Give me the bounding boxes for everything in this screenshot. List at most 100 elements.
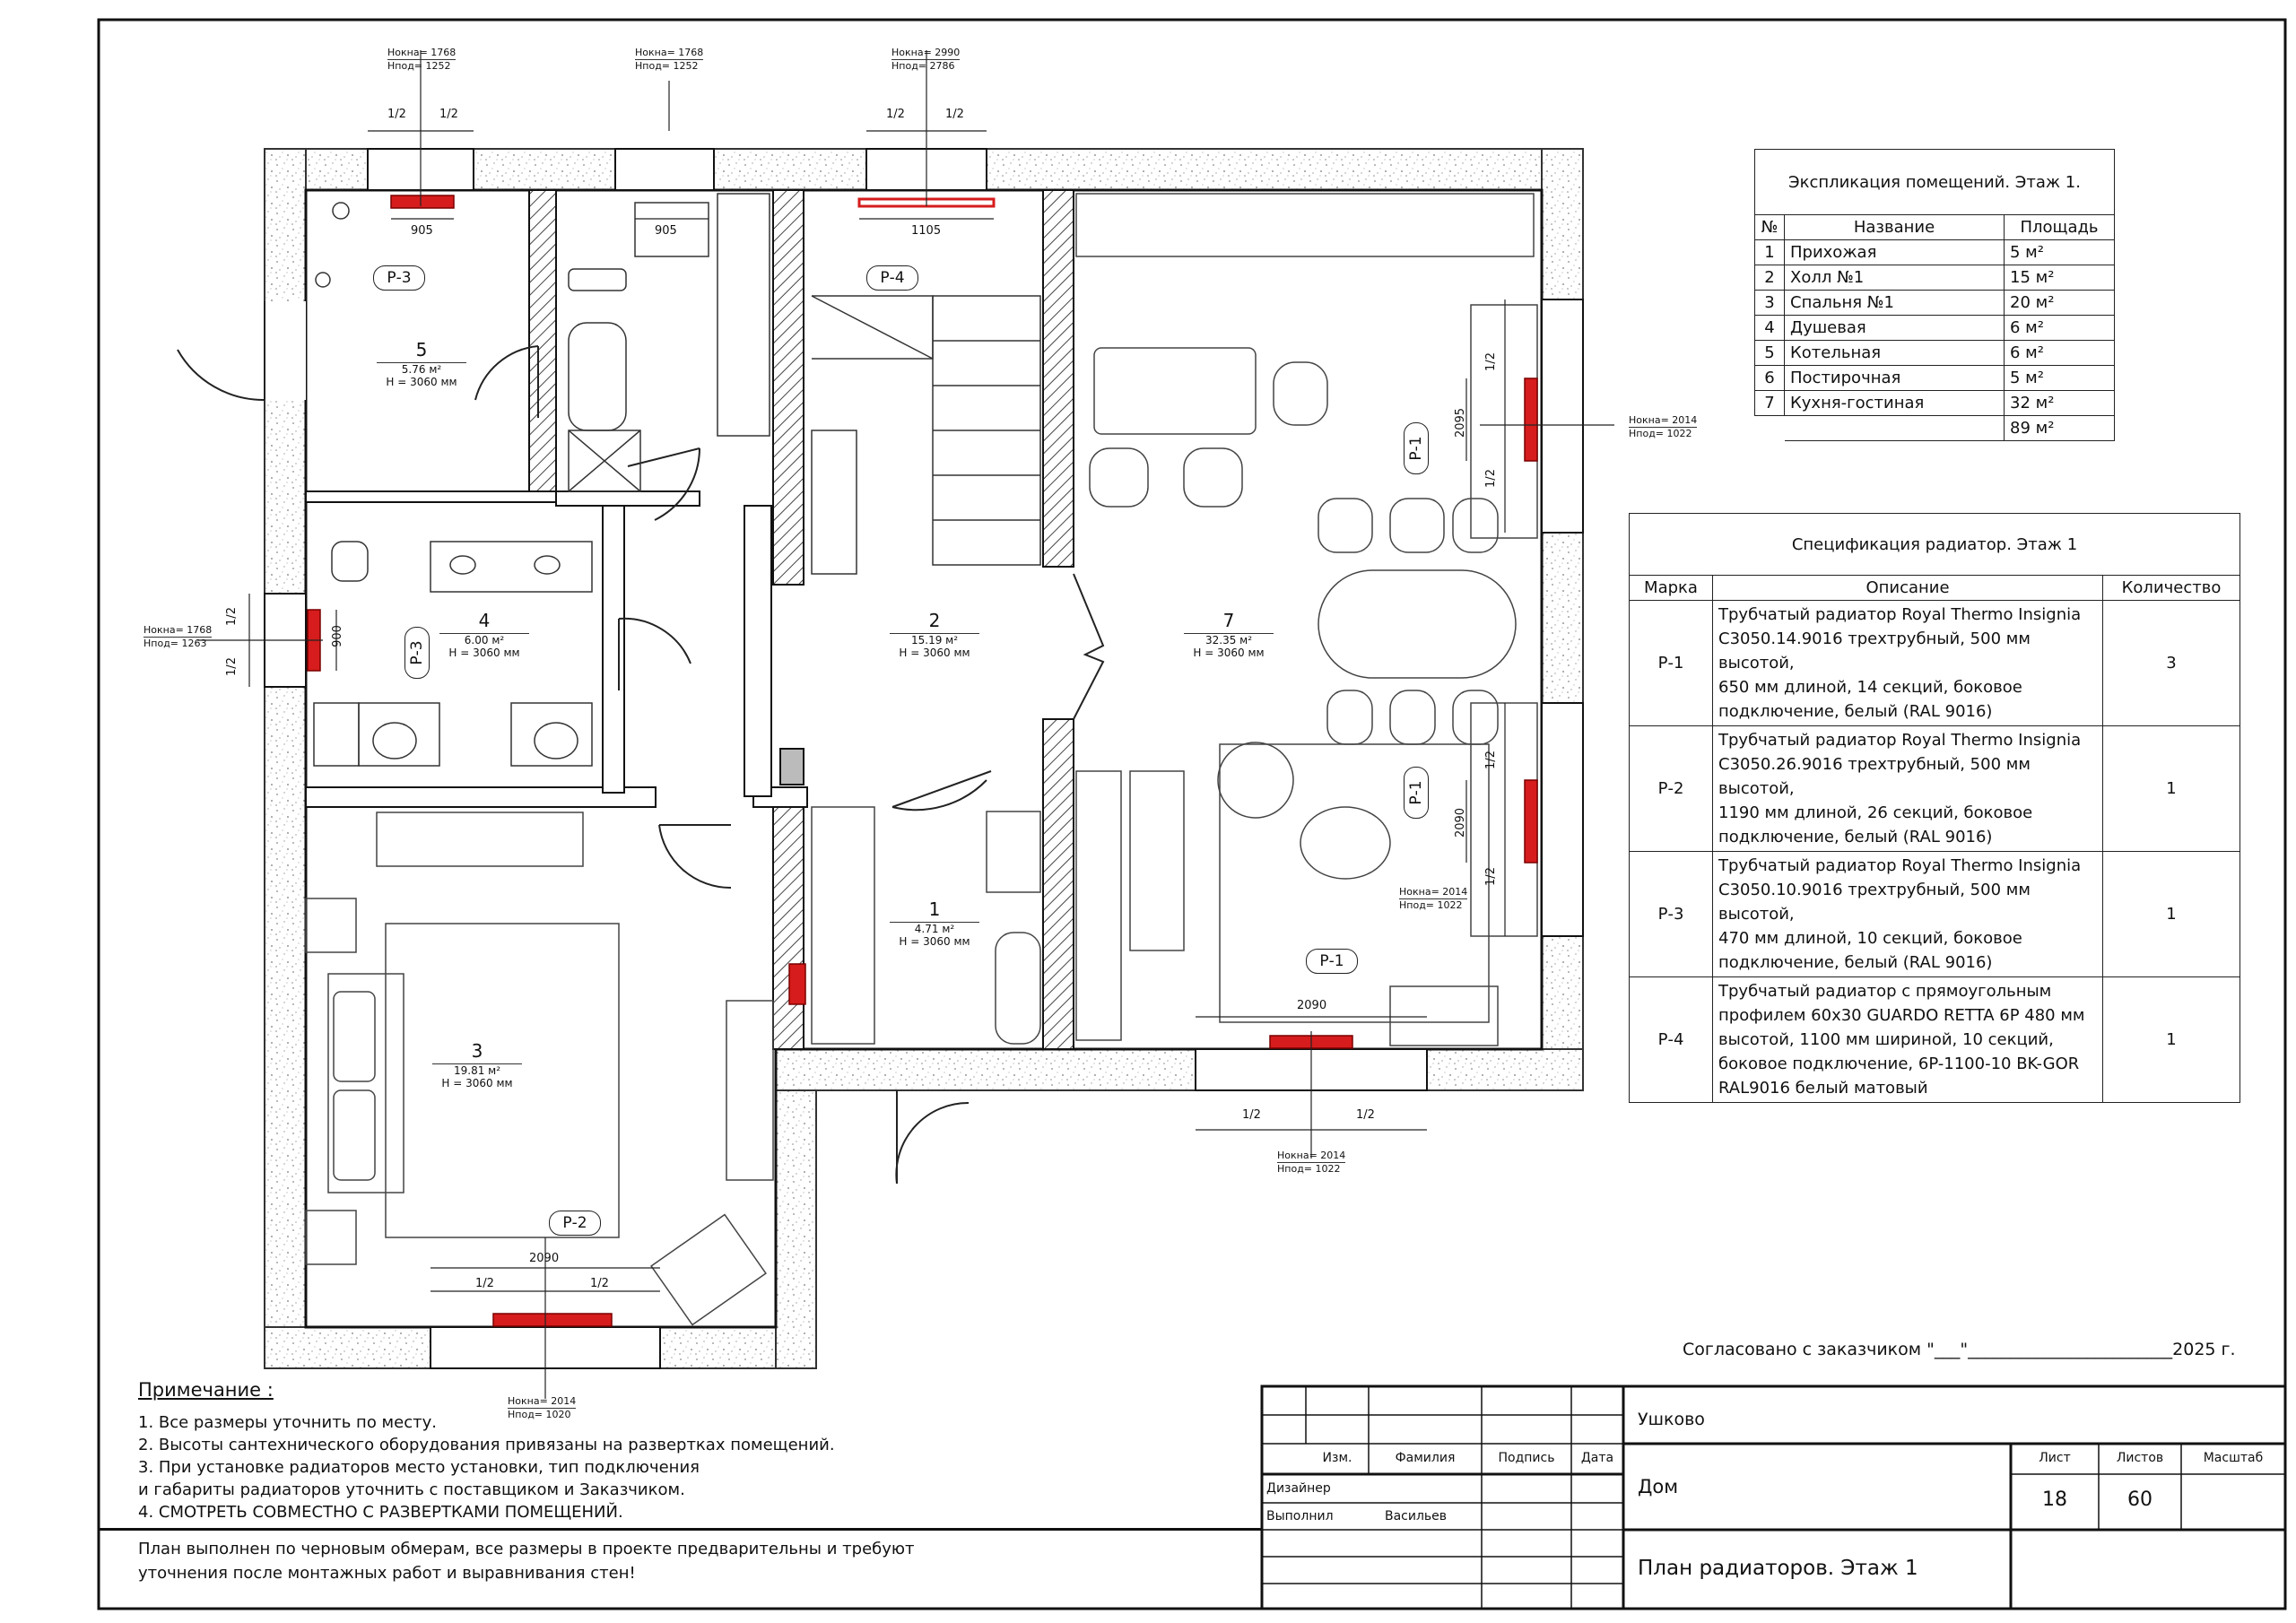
dim-2090-b: 2090 (1297, 999, 1327, 1012)
desc-line: профилем 60х30 GUARDO RETTA 6P 480 мм (1718, 1006, 2085, 1025)
room-height: H = 3060 мм (441, 1077, 513, 1089)
desc-line: 1190 мм длиной, 26 секций, боковое (1718, 803, 2033, 822)
tb-performer-label: Выполнил (1266, 1509, 1334, 1523)
desc-line: Трубчатый радиатор Royal Thermo Insignia (1718, 731, 2082, 750)
dim-900: 900 (330, 625, 344, 647)
window-mark-pod: Hпод= 1022 (1277, 1162, 1346, 1176)
room-number: 2 (928, 610, 941, 631)
cell-num: 4 (1754, 315, 1785, 341)
cell-desc: Трубчатый радиатор Royal Thermo Insignia… (1712, 600, 2103, 726)
cell-qty: 1 (2102, 851, 2240, 977)
agreement-line: Согласовано с заказчиком "___"__________… (1683, 1340, 2236, 1359)
room-number: 7 (1222, 610, 1235, 631)
footer-line: уточнения после монтажных работ и выравн… (138, 1564, 636, 1583)
dimension-lines (197, 50, 1614, 1399)
dim-half: 1/2 (590, 1277, 609, 1290)
dim-905-b: 905 (655, 224, 677, 238)
note-line: 1. Все размеры уточнить по месту. (138, 1413, 437, 1432)
notes-list: 1. Все размеры уточнить по месту. 2. Выс… (138, 1411, 835, 1523)
cell-mark: Р-4 (1629, 976, 1713, 1103)
entrance-door[interactable] (177, 301, 265, 402)
desc-line: С3050.10.9016 трехтрубный, 500 мм высото… (1718, 881, 2031, 924)
desc-line: подключение, белый (RAL 9016) (1718, 702, 1993, 721)
cell-name: Холл №1 (1784, 265, 2005, 291)
radiator-r3-room5 (390, 195, 455, 209)
sheet-frame (97, 18, 2287, 1610)
cell-name: Прихожая (1784, 239, 2005, 265)
radiator-r1-top (1524, 378, 1538, 462)
dim-2095: 2095 (1454, 407, 1468, 438)
cell-area: 15 м² (2004, 265, 2115, 291)
cell-num: 5 (1754, 340, 1785, 366)
cell-num: 6 (1754, 365, 1785, 391)
col-header: Название (1784, 214, 2005, 240)
dim-905-a: 905 (411, 224, 433, 238)
staircase (811, 295, 1041, 575)
room-height: H = 3060 мм (448, 647, 520, 659)
cell-name: Кухня-гостиная (1784, 390, 2005, 416)
dim-half: 1/2 (387, 108, 406, 121)
tb-object: Дом (1638, 1476, 1679, 1497)
room-label-5: 5 5.76 м² H = 3060 мм (377, 339, 466, 388)
spec-title: Спецификация радиатор. Этаж 1 (1629, 513, 2240, 576)
dim-half: 1/2 (439, 108, 458, 121)
room-number: 3 (471, 1040, 483, 1062)
window-mark-pod: Hпод= 1252 (387, 59, 457, 73)
radiator-hall (788, 963, 806, 1005)
col-header: № (1754, 214, 1785, 240)
desc-line: Трубчатый радиатор с прямоугольным (1718, 982, 2052, 1001)
window-mark-pod: Hпод= 2786 (891, 59, 961, 73)
desc-line: 470 мм длиной, 10 секций, боковое (1718, 929, 2022, 948)
col-header: Площадь (2004, 214, 2115, 240)
window-mark-pod: Hпод= 1022 (1399, 898, 1468, 912)
explication-table: Экспликация помещений. Этаж 1. № Названи… (1754, 149, 2115, 441)
window-mark-okna: Hокна= 1768 (635, 47, 704, 58)
dim-half: 1/2 (1483, 751, 1498, 769)
window-mark-okna: Hокна= 2014 (508, 1395, 577, 1407)
cell-name: Котельная (1784, 340, 2005, 366)
room-height: H = 3060 мм (386, 376, 457, 388)
room-label-4: 4 6.00 м² H = 3060 мм (439, 610, 529, 659)
col-header: Описание (1712, 575, 2103, 601)
dim-1105: 1105 (911, 224, 942, 238)
tb-performer-name: Васильев (1385, 1509, 1448, 1523)
room-number: 4 (478, 610, 491, 631)
note-line: 2. Высоты сантехнического оборудования п… (138, 1436, 835, 1454)
dim-half: 1/2 (1483, 867, 1498, 886)
table-row: Р-4 Трубчатый радиатор с прямоугольным пр… (1629, 976, 2240, 1103)
radiator-tag-r3b: Р-3 (404, 627, 430, 679)
col-header: Марка (1629, 575, 1713, 601)
bedroom-furniture (305, 812, 774, 1326)
dim-2090-c: 2090 (529, 1252, 560, 1265)
room-label-1: 1 4.71 м² H = 3060 мм (890, 898, 979, 948)
cell-area: 5 м² (2004, 239, 2115, 265)
window-mark-okna: Hокна= 1768 (387, 47, 457, 58)
window-mark-pod: Hпод= 1252 (635, 59, 704, 73)
notes-footer-box (99, 1528, 1262, 1611)
dim-half: 1/2 (1242, 1108, 1261, 1122)
window-mark-pod: Hпод= 1022 (1629, 427, 1698, 440)
interior-outline (304, 188, 1544, 1329)
cell-mark: Р-2 (1629, 725, 1713, 852)
dim-half: 1/2 (945, 108, 964, 121)
window-mark-pod: Hпод= 1263 (144, 637, 213, 650)
tb-header-signature: Подпись (1498, 1451, 1555, 1465)
radiator-r2 (492, 1313, 613, 1327)
tb-designer-label: Дизайнер (1266, 1481, 1331, 1496)
room-height: H = 3060 мм (899, 647, 970, 659)
room-number: 1 (928, 898, 941, 920)
cell-area: 5 м² (2004, 365, 2115, 391)
cell-area: 32 м² (2004, 390, 2115, 416)
room-number: 5 (415, 339, 428, 360)
room-label-3: 3 19.81 м² H = 3060 мм (432, 1040, 522, 1089)
table-row: Р-1 Трубчатый радиатор Royal Thermo Insi… (1629, 600, 2240, 726)
